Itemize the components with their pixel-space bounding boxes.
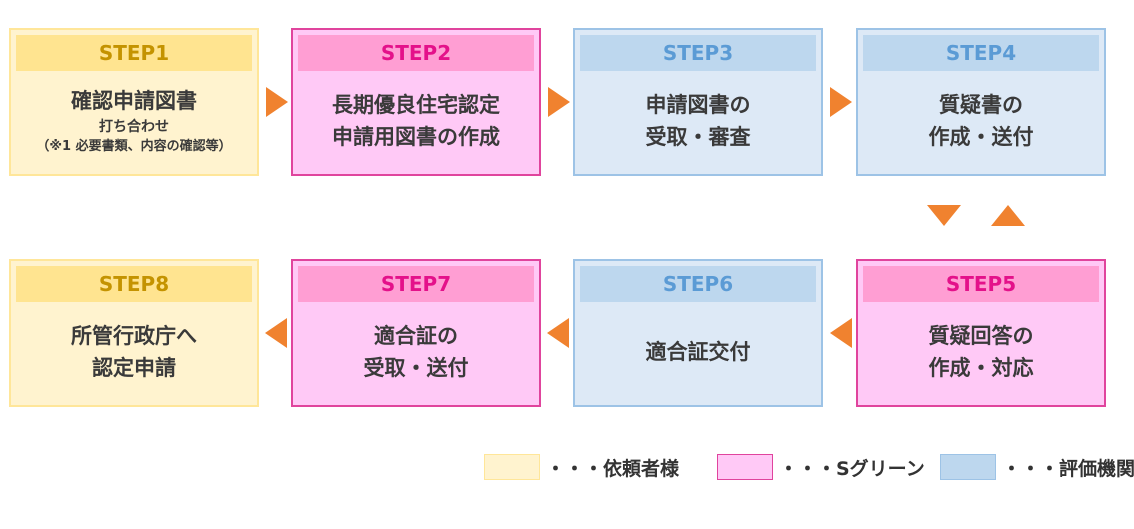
arrow-left-icon bbox=[265, 318, 287, 348]
step-title-line2: 認定申請 bbox=[92, 356, 176, 380]
step8-box: STEP8 所管行政庁へ 認定申請 bbox=[9, 259, 259, 407]
step1-box: STEP1 確認申請図書 打ち合わせ （※1 必要書類、内容の確認等） bbox=[9, 28, 259, 176]
step-label: STEP6 bbox=[580, 266, 816, 302]
legend-swatch-evaluator bbox=[940, 454, 996, 480]
arrow-left-icon bbox=[547, 318, 569, 348]
step-label: STEP8 bbox=[16, 266, 252, 302]
step-title-line2: 作成・対応 bbox=[928, 356, 1034, 380]
step-title-line1: 質疑回答の bbox=[928, 324, 1034, 348]
legend-evaluator: ・・・評価機関 bbox=[940, 453, 1134, 481]
arrow-down-icon bbox=[927, 205, 961, 226]
step-title-line2: 申請用図書の作成 bbox=[332, 125, 500, 149]
legend-sgreen: ・・・Sグリーン bbox=[717, 453, 925, 481]
step-title-line2: 作成・送付 bbox=[928, 125, 1034, 149]
step-label: STEP4 bbox=[863, 35, 1099, 71]
step-title-line2: 受取・審査 bbox=[645, 125, 751, 149]
step2-box: STEP2 長期優良住宅認定 申請用図書の作成 bbox=[291, 28, 541, 176]
step-subtitle: 打ち合わせ bbox=[99, 119, 169, 135]
arrow-left-icon bbox=[830, 318, 852, 348]
step6-box: STEP6 適合証交付 bbox=[573, 259, 823, 407]
step-title: 適合証交付 bbox=[645, 340, 751, 364]
step-title-line1: 所管行政庁へ bbox=[71, 324, 197, 348]
legend-swatch-sgreen bbox=[717, 454, 773, 480]
step-label: STEP2 bbox=[298, 35, 534, 71]
arrow-up-icon bbox=[991, 205, 1025, 226]
step-label: STEP1 bbox=[16, 35, 252, 71]
step3-box: STEP3 申請図書の 受取・審査 bbox=[573, 28, 823, 176]
step-label: STEP5 bbox=[863, 266, 1099, 302]
step-label: STEP7 bbox=[298, 266, 534, 302]
step-label: STEP3 bbox=[580, 35, 816, 71]
step4-box: STEP4 質疑書の 作成・送付 bbox=[856, 28, 1106, 176]
step5-box: STEP5 質疑回答の 作成・対応 bbox=[856, 259, 1106, 407]
step-title-line1: 申請図書の bbox=[645, 93, 751, 117]
legend-label-evaluator: ・・・評価機関 bbox=[1002, 457, 1134, 480]
arrow-right-icon bbox=[548, 87, 570, 117]
arrow-right-icon bbox=[266, 87, 288, 117]
legend-label-sgreen: ・・・Sグリーン bbox=[779, 457, 925, 480]
step-title-line2: 受取・送付 bbox=[363, 356, 469, 380]
step-title: 確認申請図書 bbox=[71, 89, 197, 113]
arrow-right-icon bbox=[830, 87, 852, 117]
step-title-line1: 長期優良住宅認定 bbox=[332, 93, 500, 117]
legend-client: ・・・依頼者様 bbox=[484, 453, 679, 481]
legend-label-client: ・・・依頼者様 bbox=[546, 457, 680, 480]
legend-swatch-client bbox=[484, 454, 540, 480]
step-note: （※1 必要書類、内容の確認等） bbox=[36, 139, 232, 154]
step-title-line1: 適合証の bbox=[374, 324, 458, 348]
step-title-line1: 質疑書の bbox=[939, 93, 1023, 117]
step7-box: STEP7 適合証の 受取・送付 bbox=[291, 259, 541, 407]
